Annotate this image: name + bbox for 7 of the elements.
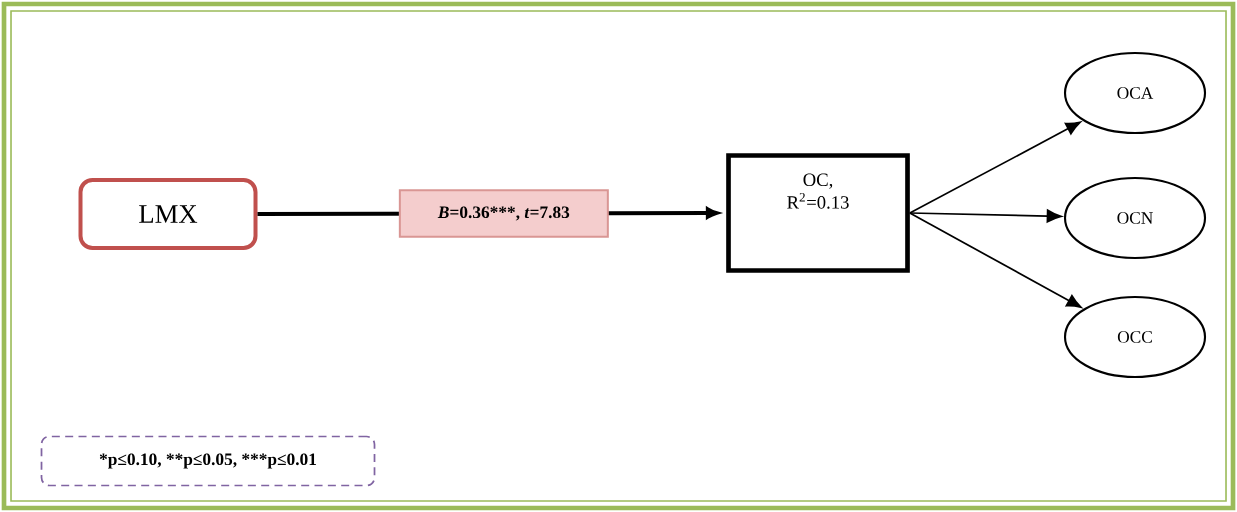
variable-box: OC, R$^{2}$=0.13 <box>726 153 910 273</box>
variable-box: LMX <box>78 178 258 250</box>
edge-label: B=0.36***, t=7.83 <box>398 189 609 238</box>
arrow <box>909 212 1082 308</box>
note-box: *p≤0.10, **p≤0.05, ***p≤0.01 <box>40 435 376 487</box>
arrow <box>909 121 1081 214</box>
arrow <box>909 209 1062 223</box>
